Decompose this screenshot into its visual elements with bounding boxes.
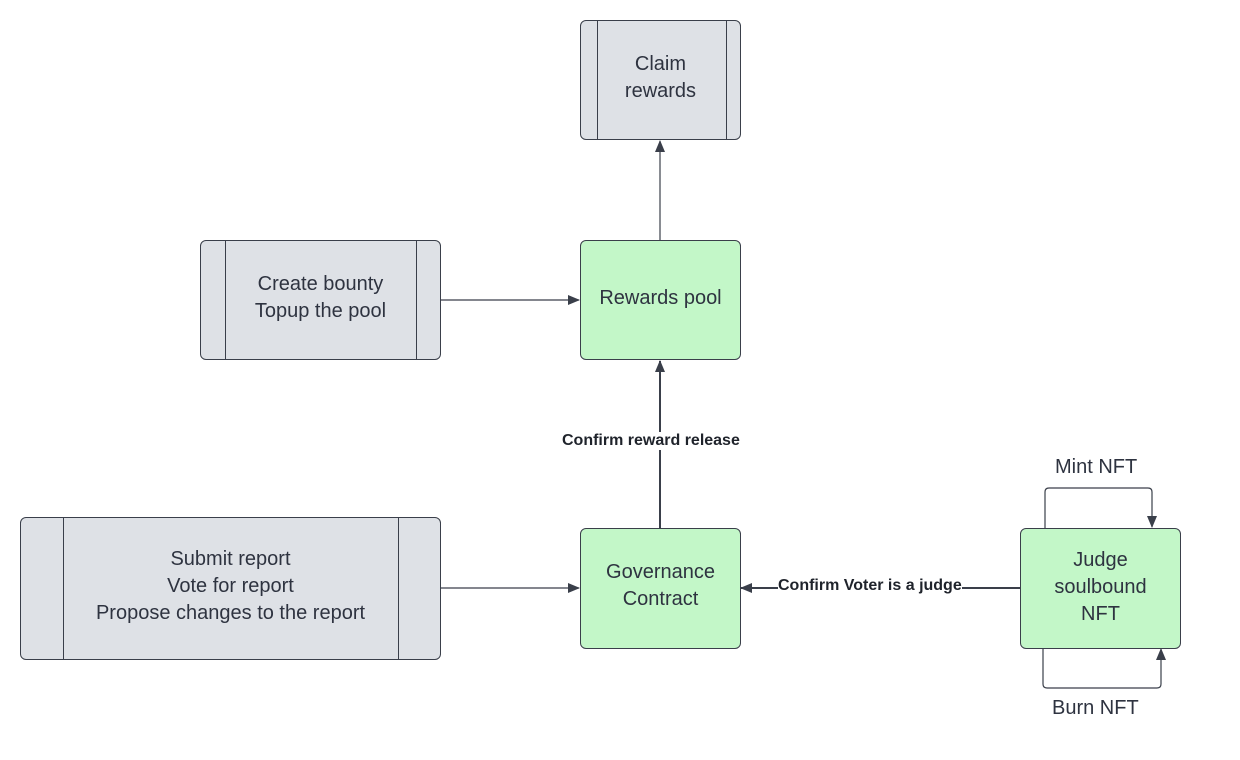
confirm-voter-judge-label: Confirm Voter is a judge bbox=[778, 577, 962, 595]
governance-line-1: Governance bbox=[606, 561, 715, 583]
burn-nft-label: Burn NFT bbox=[1052, 697, 1139, 719]
submit-report-line-3: Propose changes to the report bbox=[95, 602, 366, 624]
edge-mint-loop bbox=[1044, 487, 1157, 528]
judge-nft-line-3: NFT bbox=[1081, 602, 1120, 625]
rewards-pool-node: Rewards pool bbox=[580, 240, 741, 360]
judge-nft-line-2: soulbound bbox=[1054, 575, 1147, 598]
create-bounty-line-1: Create bounty bbox=[257, 273, 384, 295]
claim-rewards-node: Claim rewards bbox=[580, 20, 741, 140]
create-bounty-node: Create bounty Topup the pool bbox=[200, 240, 441, 360]
submit-report-node: Submit report Vote for report Propose ch… bbox=[20, 517, 441, 660]
judge-nft-node: Judge soulbound NFT bbox=[1020, 528, 1181, 649]
confirm-reward-release-label: Confirm reward release bbox=[561, 432, 741, 450]
claim-rewards-line-1: Claim bbox=[634, 52, 687, 75]
mint-nft-label: Mint NFT bbox=[1055, 456, 1138, 478]
submit-report-line-2: Vote for report bbox=[167, 575, 294, 597]
submit-report-line-1: Submit report bbox=[170, 548, 291, 570]
judge-nft-line-1: Judge bbox=[1073, 548, 1128, 571]
rewards-pool-label: Rewards pool bbox=[599, 286, 722, 309]
claim-rewards-line-2: rewards bbox=[624, 79, 697, 102]
edge-burn-loop bbox=[1042, 648, 1166, 689]
create-bounty-line-2: Topup the pool bbox=[254, 300, 387, 322]
governance-line-2: Contract bbox=[622, 588, 699, 610]
governance-contract-node: Governance Contract bbox=[580, 528, 741, 649]
